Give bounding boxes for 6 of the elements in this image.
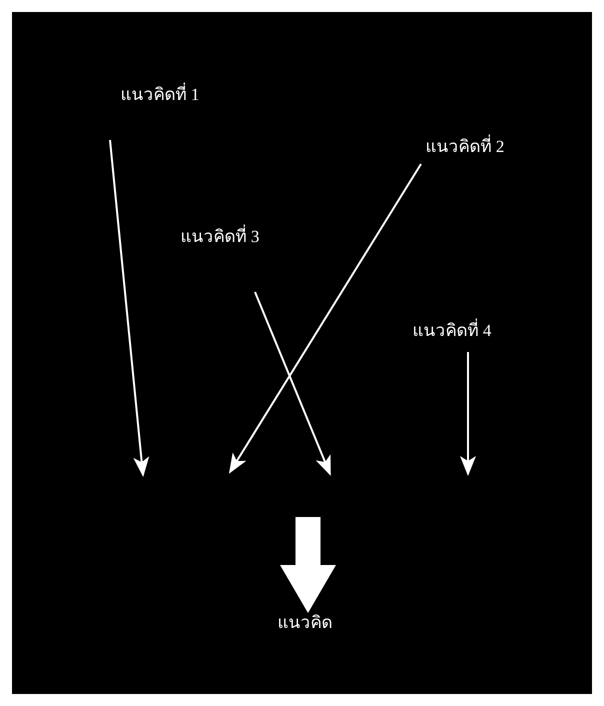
arrow [109,140,150,477]
arrow [254,292,331,476]
block-arrow [280,517,336,613]
arrow [460,352,476,476]
arrow [228,163,422,474]
concept-label: แนวคิด [278,614,332,631]
